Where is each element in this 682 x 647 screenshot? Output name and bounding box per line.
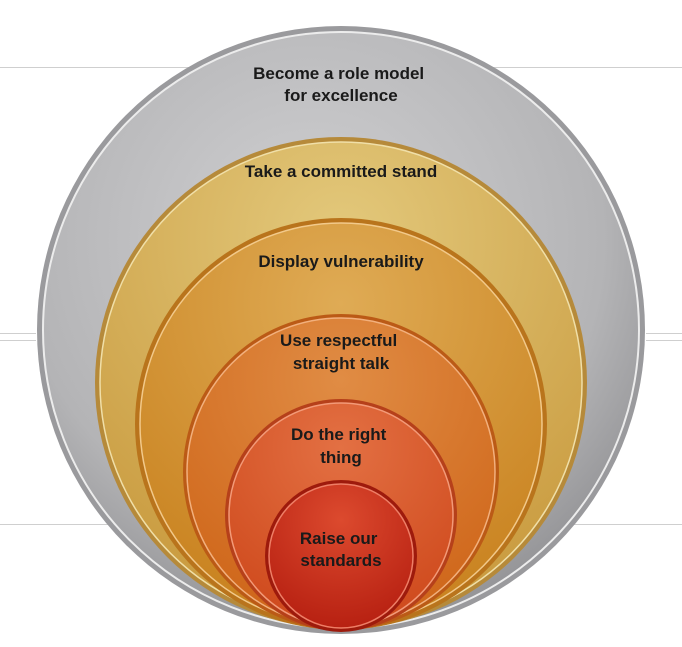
level-1-label: Become a role model for excellence (253, 64, 429, 105)
level-4-line-2: straight talk (293, 354, 390, 373)
level-5-label: Do the right thing (291, 425, 391, 467)
level-5-line-2: thing (320, 448, 362, 467)
level-2-label: Take a committed stand (245, 162, 437, 181)
background-line-middle-right (646, 333, 682, 334)
background-line-middle-right-2 (646, 340, 682, 341)
ring-6-raise-our-standards (268, 483, 414, 629)
level-1-line-1: Become a role model (253, 64, 424, 83)
level-4-line-1: Use respectful (280, 331, 397, 350)
background-line-middle-left (0, 333, 36, 334)
level-6-line-1: Raise our (300, 529, 378, 548)
level-6-label: Raise our standards (300, 529, 382, 570)
level-4-label: Use respectful straight talk (280, 331, 402, 373)
background-line-middle-left-2 (0, 340, 36, 341)
level-2-line-1: Take a committed stand (245, 162, 437, 181)
level-3-line-1: Display vulnerability (258, 252, 424, 271)
level-1-line-2: for excellence (284, 86, 397, 105)
level-5-line-1: Do the right (291, 425, 387, 444)
level-3-label: Display vulnerability (258, 252, 424, 271)
level-6-line-2: standards (300, 551, 381, 570)
